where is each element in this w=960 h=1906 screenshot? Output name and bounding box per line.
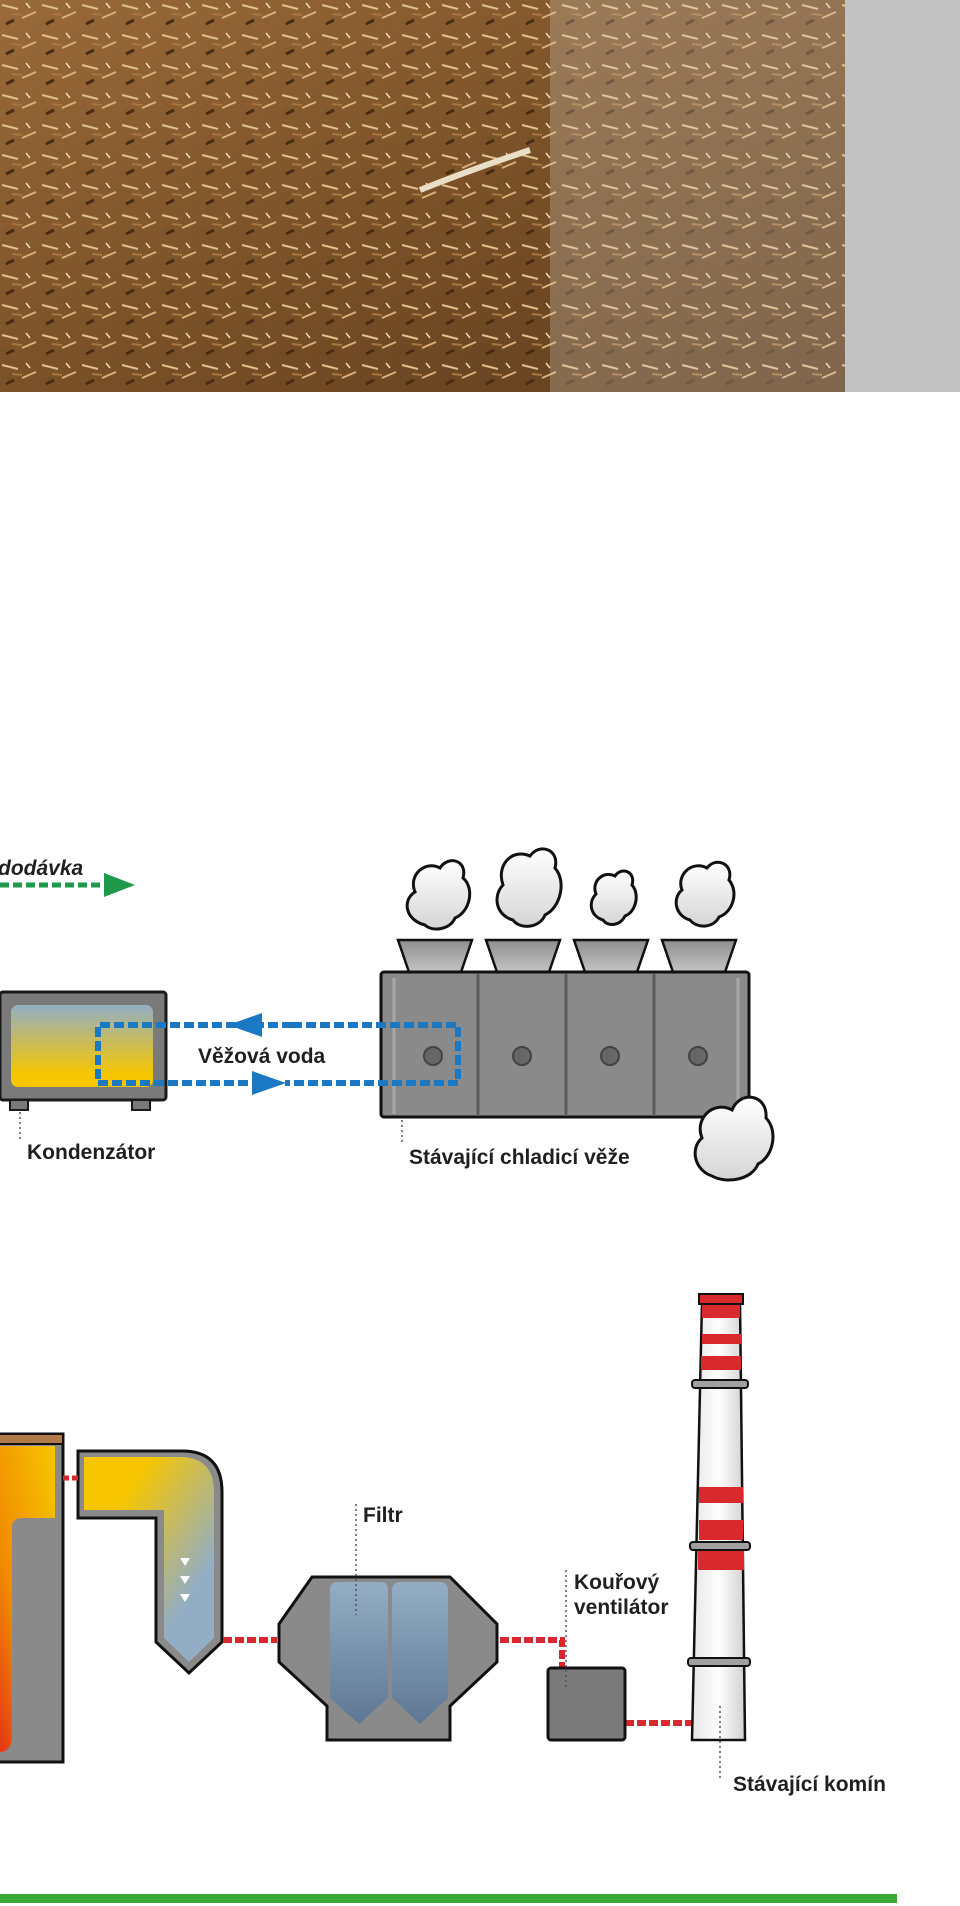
flue-duct (76, 1449, 224, 1676)
tower-water-label: Věžová voda (198, 1045, 326, 1068)
condenser-label: Kondenzátor (27, 1141, 155, 1164)
chimney-label: Stávající komín (733, 1773, 886, 1796)
flue-gas-lines (223, 1637, 692, 1726)
filter (277, 1575, 499, 1742)
heat-supply-arrow (0, 873, 135, 897)
gray-side-panel (845, 0, 960, 392)
cooling-towers-label: Stávající chladicí věže (409, 1146, 630, 1169)
bottom-green-rule (0, 1894, 897, 1903)
boiler (0, 1432, 65, 1764)
filter-label: Filtr (363, 1504, 403, 1527)
flue-gas-fan (546, 1666, 627, 1742)
fan-label-line1: Kouřový (574, 1571, 660, 1594)
tower-water-loop (95, 1013, 461, 1095)
cooling-towers (379, 847, 751, 1119)
condenser (0, 990, 168, 1111)
heat-supply-label: dodávka (0, 857, 84, 880)
wood-chips-photo (0, 0, 845, 392)
fan-label-line2: ventilátor (574, 1596, 669, 1619)
chimney (687, 1095, 775, 1742)
process-diagram: dodávka Kondenzátor Stávající chladicí v… (0, 847, 886, 1796)
